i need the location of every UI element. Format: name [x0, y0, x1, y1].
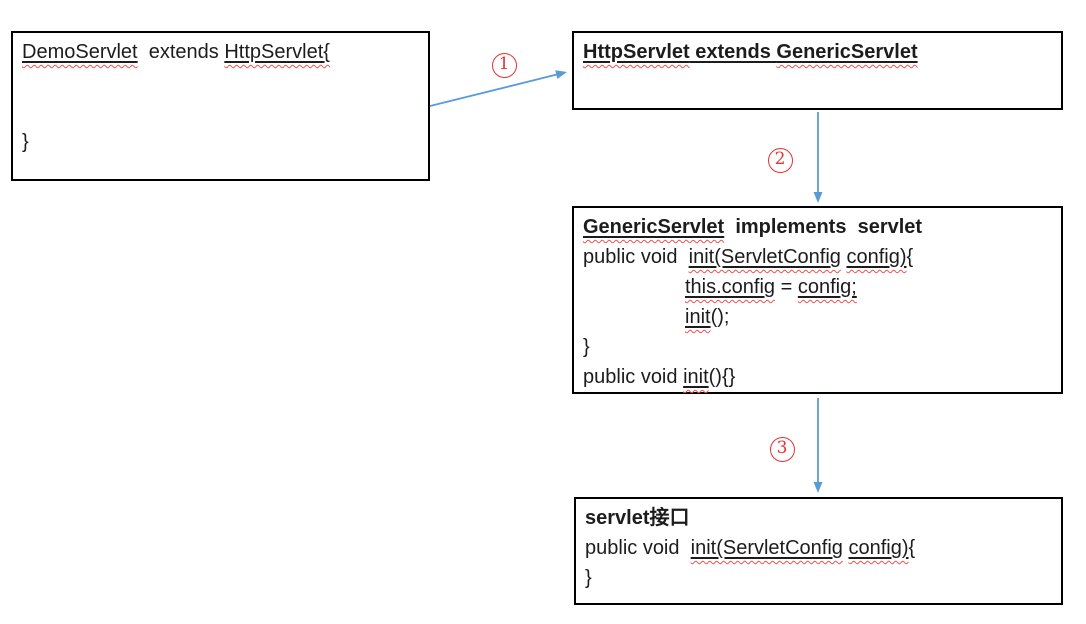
code-line: HttpServlet extends GenericServlet: [583, 41, 918, 63]
annotation-circled-number: 2: [767, 147, 793, 173]
code-line: servlet接口: [585, 507, 690, 529]
code-line: init();: [685, 306, 730, 328]
code-line: this.config = config;: [685, 276, 857, 298]
code-line: [22, 67, 419, 97]
arrow-head: [813, 192, 823, 203]
code-line: public void init(ServletConfig config){: [585, 537, 916, 559]
code-line: DemoServlet extends HttpServlet{: [22, 41, 330, 63]
annotation-circled-number: 3: [769, 436, 795, 462]
code-line: }: [583, 336, 590, 358]
box-generic-servlet: GenericServlet implements servlet public …: [572, 206, 1063, 394]
arrow-head: [555, 70, 567, 80]
arrow-line: [429, 73, 559, 107]
code-line: public void init(){}: [583, 366, 736, 388]
code-line: [22, 97, 419, 127]
box-demo-servlet: DemoServlet extends HttpServlet{}: [11, 31, 430, 181]
box-http-servlet: HttpServlet extends GenericServlet: [572, 31, 1063, 110]
arrow-head: [813, 482, 823, 493]
box-servlet-interface: servlet接口 public void init(ServletConfig …: [574, 497, 1063, 605]
annotation-circled-number: 1: [491, 52, 517, 78]
code-line: }: [585, 567, 592, 589]
code-line: GenericServlet implements servlet: [583, 216, 923, 238]
code-line: }: [22, 131, 29, 153]
code-line: public void init(ServletConfig config){: [583, 246, 914, 268]
